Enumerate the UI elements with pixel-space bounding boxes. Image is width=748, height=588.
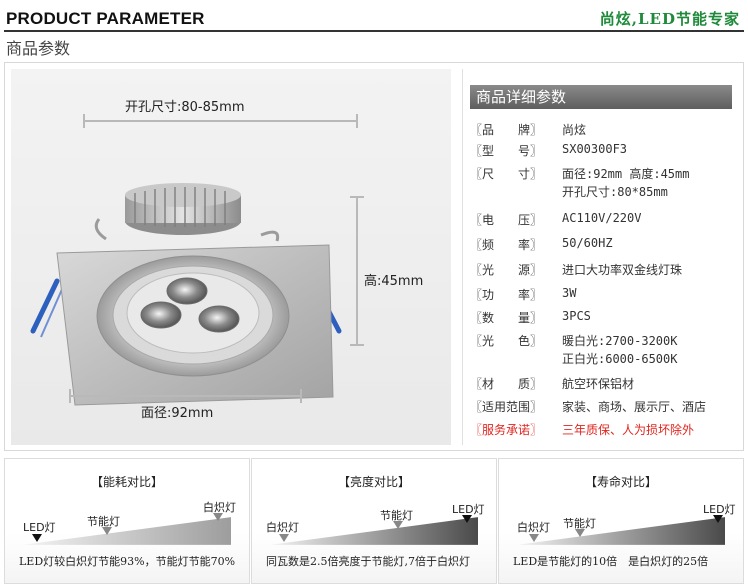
spec-heading: 商品详细参数 xyxy=(470,85,732,109)
ramp-label: 节能灯 xyxy=(87,515,120,528)
spec-value: 尚炫 xyxy=(562,123,587,137)
spec-value: 航空环保铝材 xyxy=(562,377,635,391)
spec-key: 〖电 压〗 xyxy=(470,213,543,227)
spec-value: SX00300F3 xyxy=(562,142,628,156)
product-photo xyxy=(11,69,451,445)
marker-triangle xyxy=(279,534,289,542)
dimension-tick xyxy=(300,389,302,403)
marker-triangle xyxy=(102,527,112,535)
marker-triangle xyxy=(462,515,472,523)
vertical-divider xyxy=(462,69,463,445)
ramp-label: LED灯 xyxy=(452,503,485,516)
section-subtitle: 商品参数 xyxy=(6,39,71,58)
spec-value: 进口大功率双金线灯珠 xyxy=(562,263,683,277)
spec-key: 〖服务承诺〗 xyxy=(470,423,543,437)
diameter-dimension-label: 面径:92mm xyxy=(141,406,214,421)
downlight-illustration xyxy=(30,183,342,406)
marker-triangle xyxy=(393,521,403,529)
spec-value: 家装、商场、展示厅、酒店 xyxy=(562,400,707,414)
dimension-tick xyxy=(356,114,358,128)
energy-comparison-card: 【能耗对比】 LED灯 节能灯 白炽灯 LED灯较白炽灯节能93%，节能灯节能7… xyxy=(4,458,250,584)
marker-triangle xyxy=(213,513,223,521)
ramp-label: 白炽灯 xyxy=(517,521,550,534)
comparison-cards: 【能耗对比】 LED灯 节能灯 白炽灯 LED灯较白炽灯节能93%，节能灯节能7… xyxy=(4,458,744,584)
cutout-dimension-label: 开孔尺寸:80-85mm xyxy=(125,100,245,115)
brand-slogan: 尚炫,LED节能专家 xyxy=(599,10,740,28)
spec-value-secondary: 开孔尺寸:80*85mm xyxy=(562,185,668,199)
spec-value: 暖白光:2700-3200K xyxy=(562,334,678,348)
ramp-label: 节能灯 xyxy=(380,509,413,522)
dimension-tick xyxy=(350,196,364,198)
card-footer: LED是节能灯的10倍 是白炽灯的25倍 xyxy=(513,555,709,568)
spec-value: 3W xyxy=(562,286,577,300)
height-dimension-line xyxy=(356,196,358,346)
spec-key: 〖光 色〗 xyxy=(470,334,543,348)
card-title: 【亮度对比】 xyxy=(337,475,410,489)
spec-key: 〖适用范围〗 xyxy=(470,400,543,414)
comparison-ramp xyxy=(270,517,478,545)
header-divider xyxy=(4,30,744,32)
diameter-dimension-line xyxy=(70,395,302,397)
spec-key: 〖功 率〗 xyxy=(470,288,543,302)
card-footer: LED灯较白炽灯节能93%，节能灯节能70% xyxy=(19,555,236,568)
spec-value-secondary: 正白光:6000-6500K xyxy=(562,352,678,366)
dimension-tick xyxy=(350,344,364,346)
spec-key: 〖型 号〗 xyxy=(470,144,543,158)
card-title: 【寿命对比】 xyxy=(584,475,657,489)
spec-key: 〖材 质〗 xyxy=(470,377,543,391)
marker-triangle xyxy=(575,529,585,537)
spec-key: 〖尺 寸〗 xyxy=(470,167,543,181)
ramp-label: 白炽灯 xyxy=(203,501,236,514)
cutout-dimension-line xyxy=(84,120,358,122)
lifetime-comparison-card: 【寿命对比】 白炽灯 节能灯 LED灯 LED是节能灯的10倍 是白炽灯的25倍 xyxy=(498,458,744,584)
spec-key: 〖数 量〗 xyxy=(470,311,543,325)
spec-value: 3PCS xyxy=(562,309,591,323)
card-footer: 同瓦数是2.5倍亮度于节能灯,7倍于白炽灯 xyxy=(266,555,470,568)
dimension-tick xyxy=(83,114,85,128)
spec-key: 〖频 率〗 xyxy=(470,238,543,252)
spec-value: 50/60HZ xyxy=(562,236,613,250)
ramp-label: 白炽灯 xyxy=(266,521,299,534)
page-title: PRODUCT PARAMETER xyxy=(6,9,205,28)
comparison-ramp xyxy=(23,517,231,545)
ramp-label: 节能灯 xyxy=(563,517,596,530)
marker-triangle xyxy=(713,515,723,523)
dimension-tick xyxy=(69,389,71,403)
spec-value: 面径:92mm 高度:45mm xyxy=(562,167,690,181)
card-title: 【能耗对比】 xyxy=(90,475,163,489)
parameter-frame xyxy=(4,62,744,451)
comparison-ramp xyxy=(517,517,725,545)
spec-key: 〖品 牌〗 xyxy=(470,123,543,137)
ramp-label: LED灯 xyxy=(703,503,736,516)
ramp-label: LED灯 xyxy=(23,521,56,534)
marker-triangle xyxy=(32,534,42,542)
brightness-comparison-card: 【亮度对比】 白炽灯 节能灯 LED灯 同瓦数是2.5倍亮度于节能灯,7倍于白炽… xyxy=(251,458,497,584)
spec-value: 三年质保、人为损坏除外 xyxy=(562,423,695,437)
height-dimension-label: 高:45mm xyxy=(364,274,424,289)
spec-value: AC110V/220V xyxy=(562,211,642,225)
spec-key: 〖光 源〗 xyxy=(470,263,543,277)
marker-triangle xyxy=(529,534,539,542)
